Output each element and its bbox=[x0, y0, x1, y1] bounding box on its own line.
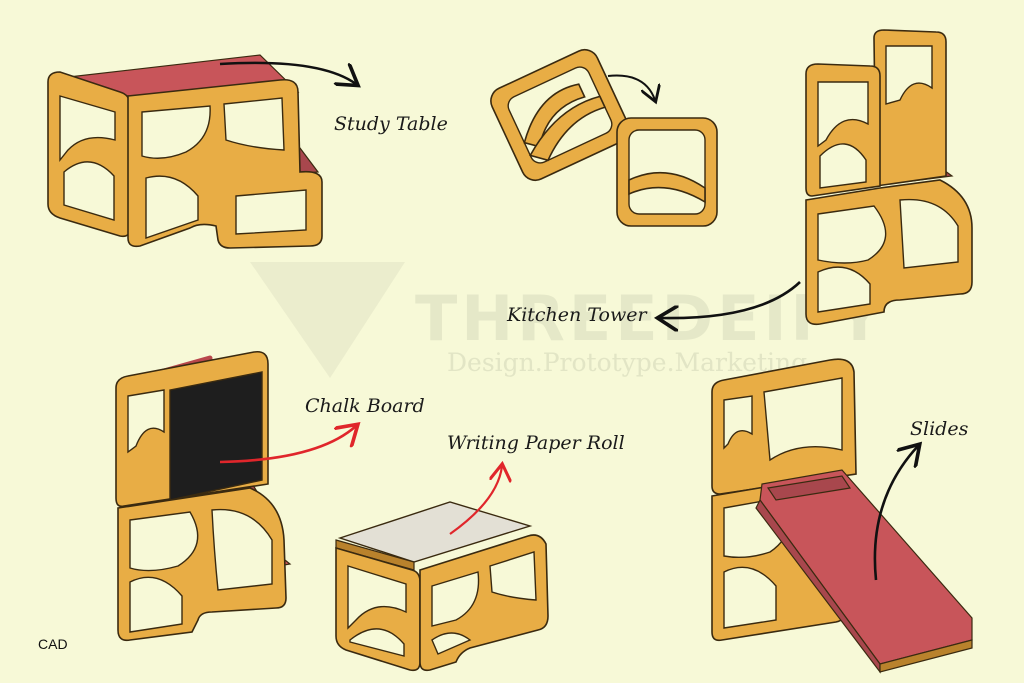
folding-frames-model bbox=[490, 48, 718, 227]
label-chalk-board: Chalk Board bbox=[305, 395, 425, 417]
label-kitchen-tower: Kitchen Tower bbox=[507, 304, 647, 326]
arrow-study-table bbox=[219, 61, 356, 84]
label-study-table: Study Table bbox=[334, 113, 448, 135]
kitchen-tower-model bbox=[805, 29, 973, 326]
watermark-logo-shape bbox=[250, 262, 405, 378]
cad-tag: CAD bbox=[38, 636, 68, 652]
arrow-kitchen-tower bbox=[660, 281, 801, 318]
slides-model bbox=[711, 358, 973, 674]
chalk-board-model bbox=[115, 350, 292, 642]
arrow-chalk-board bbox=[219, 426, 356, 464]
writing-paper-roll-model bbox=[335, 501, 549, 672]
paper-roll-sheet bbox=[337, 501, 533, 563]
label-slides: Slides bbox=[910, 418, 969, 440]
chalkboard-panel bbox=[169, 371, 263, 501]
arrow-writing-paper bbox=[449, 466, 502, 535]
watermark-brand: THREEDEIFY bbox=[415, 282, 886, 355]
label-writing-paper-roll: Writing Paper Roll bbox=[447, 432, 625, 454]
study-table-model bbox=[47, 54, 323, 249]
watermark-tagline: Design.Prototype.Marketing bbox=[447, 348, 808, 377]
arrow-slides bbox=[873, 446, 918, 581]
arrow-fold bbox=[607, 74, 655, 101]
